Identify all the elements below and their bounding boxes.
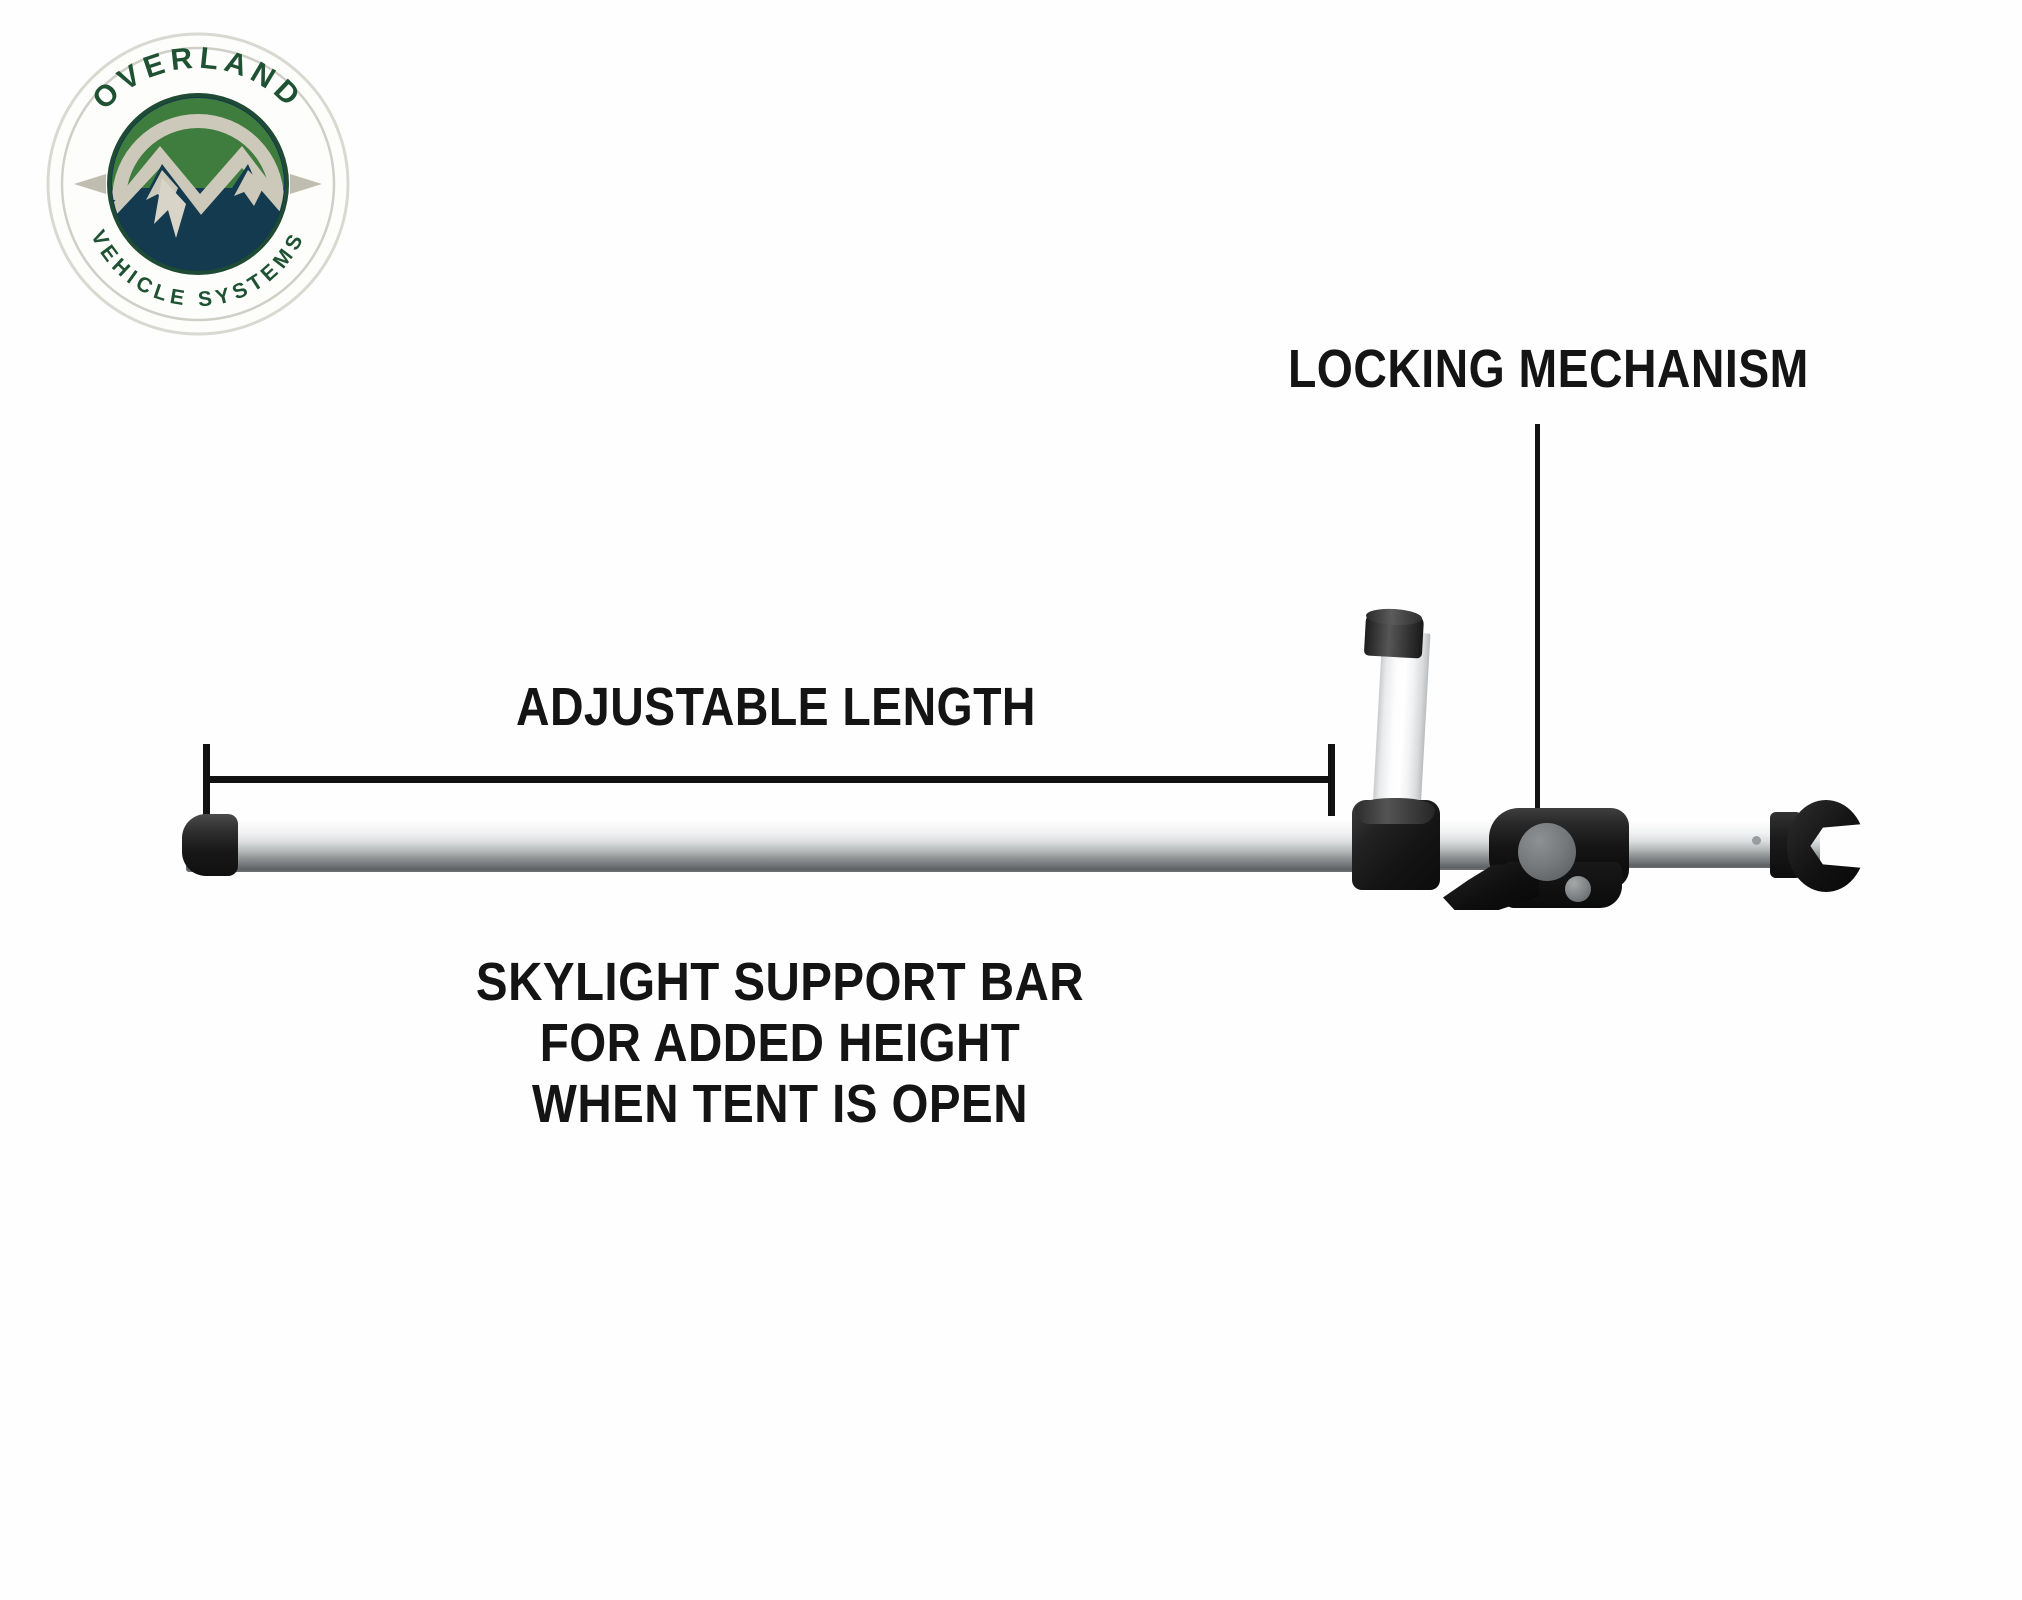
vertical-prop-tube — [1371, 630, 1431, 840]
locking-mechanism-label: LOCKING MECHANISM — [1288, 339, 1809, 399]
caption-line-2: FOR ADDED HEIGHT — [539, 1013, 1021, 1074]
prop-tube-cap — [1363, 611, 1425, 659]
c-hook-shank — [1770, 812, 1802, 878]
logo-left-arrow — [74, 174, 106, 194]
prop-tube-cap-top — [1365, 607, 1423, 627]
adjustable-length-dimension-line — [203, 744, 1335, 816]
clamp-release-button — [1518, 823, 1576, 881]
c-hook-ring — [1787, 800, 1865, 892]
logo-emblem-outline — [107, 93, 289, 275]
main-tube-right-section — [1580, 820, 1820, 868]
logo-inner-ring — [60, 46, 336, 322]
locking-mechanism-leader-line — [1535, 424, 1540, 844]
main-tube-mid-section — [1364, 818, 1524, 870]
main-aluminum-tube — [186, 818, 1364, 872]
clamp-pivot-pin — [1565, 876, 1591, 902]
caption-line-3: WHEN TENT IS OPEN — [532, 1074, 1028, 1135]
dimension-tick-right — [1328, 744, 1335, 816]
caption-line-1: SKYLIGHT SUPPORT BAR — [475, 952, 1085, 1012]
locking-clamp-lower-housing — [1504, 862, 1622, 908]
locking-clamp-body — [1489, 808, 1629, 888]
prop-tube-collar — [1352, 800, 1440, 890]
prop-tube-collar-lip — [1355, 798, 1435, 824]
logo-emblem-scene — [112, 98, 284, 270]
logo-right-arrow — [290, 174, 322, 194]
overland-vehicle-systems-logo: OVERLAND VEHICLE SYSTEMS — [42, 28, 354, 340]
tube-rivet — [1752, 836, 1761, 845]
clamp-release-lever — [1443, 862, 1539, 910]
end-cap-left — [182, 814, 238, 876]
product-caption: SKYLIGHT SUPPORT BAR FOR ADDED HEIGHT WH… — [240, 952, 1320, 1135]
adjustable-length-label: ADJUSTABLE LENGTH — [516, 677, 1036, 737]
dimension-bar — [203, 776, 1335, 783]
c-hook-end — [1787, 800, 1865, 892]
